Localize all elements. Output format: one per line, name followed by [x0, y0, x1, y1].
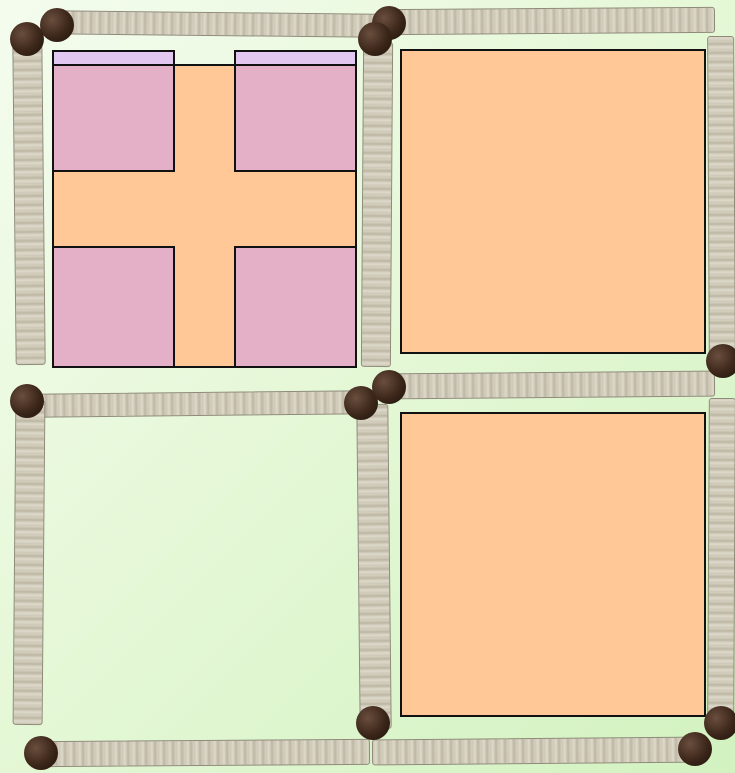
matchstick-top-right-v[interactable] — [707, 36, 735, 366]
corner-square-top-left — [52, 64, 175, 172]
corner-square-bottom-left — [52, 246, 175, 368]
match-head-icon — [358, 22, 392, 56]
match-head-icon — [372, 370, 406, 404]
match-head-icon — [24, 736, 58, 770]
filled-square-top-right — [400, 49, 706, 354]
filled-square-bottom-right — [400, 412, 706, 717]
match-head-icon — [704, 706, 735, 740]
matchstick-middle-left-h[interactable] — [30, 390, 370, 418]
matchstick-bottom-left-v[interactable] — [13, 400, 46, 725]
match-head-icon — [706, 344, 735, 378]
match-head-icon — [356, 706, 390, 740]
corner-square-top-right — [234, 64, 357, 172]
match-head-icon — [10, 384, 44, 418]
matchstick-bottom-middle-v[interactable] — [356, 404, 391, 729]
matchstick-top-left-v[interactable] — [12, 40, 45, 365]
matchstick-middle-right-h[interactable] — [385, 371, 715, 400]
matchstick-top-middle-v[interactable] — [361, 42, 393, 367]
corner-square-bottom-right — [234, 246, 357, 368]
match-head-icon — [10, 22, 44, 56]
matchstick-top-left-h[interactable] — [48, 10, 378, 37]
matchstick-bottom-left-h[interactable] — [40, 739, 370, 767]
match-head-icon — [678, 732, 712, 766]
matchstick-top-right-h[interactable] — [385, 7, 715, 35]
matchstick-bottom-right-h[interactable] — [372, 737, 702, 766]
matchstick-bottom-right-v[interactable] — [707, 398, 735, 728]
match-head-icon — [40, 8, 74, 42]
